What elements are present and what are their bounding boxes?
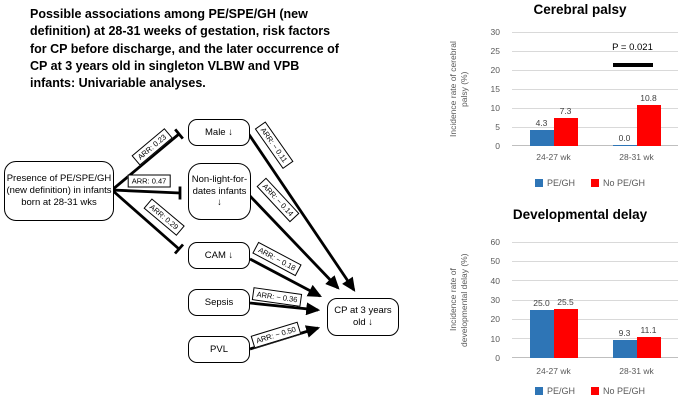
node-male: Male ↓ xyxy=(188,119,250,146)
x-axis-labels: 24-27 wk 28-31 wk xyxy=(512,366,678,376)
x-axis-labels: 24-27 wk 28-31 wk xyxy=(512,152,678,162)
y-tick-label: 25 xyxy=(490,46,500,56)
tbar-male xyxy=(174,128,184,140)
bar-no-pe-gh-28-31-wk xyxy=(636,104,661,146)
gridline xyxy=(512,280,678,282)
arrow-cam-to-cp xyxy=(249,257,322,298)
bar-value-label: 25.5 xyxy=(557,296,574,307)
bar-value-label: 11.1 xyxy=(640,324,657,335)
legend-item: No PE/GH xyxy=(591,386,645,396)
bar-no-pe-gh-28-31-wk xyxy=(636,336,661,358)
gridline xyxy=(512,50,678,52)
bar-pe-gh-24-27-wk xyxy=(529,129,554,146)
bar-value-label: 7.3 xyxy=(559,106,572,117)
x-category-label: 28-31 wk xyxy=(619,366,654,376)
bar-value-label: 9.3 xyxy=(618,328,631,339)
chart-title: Cerebral palsy xyxy=(533,2,627,17)
node-pvl: PVL xyxy=(188,336,250,363)
gridline xyxy=(512,299,678,301)
legend-item: PE/GH xyxy=(534,178,575,188)
legend-label: PE/GH xyxy=(546,386,575,396)
y-tick-label: 60 xyxy=(490,237,500,247)
x-axis-line xyxy=(512,357,678,358)
y-tick-label: 15 xyxy=(490,84,500,94)
legend-label: No PE/GH xyxy=(603,178,646,188)
arrow-male-to-cp xyxy=(246,132,356,292)
bar-pe-gh-28-31-wk xyxy=(612,144,637,146)
y-tick-label: 10 xyxy=(490,333,500,344)
arrow-sepsis-to-cp xyxy=(249,301,321,316)
x-category-label: 24-27 wk xyxy=(536,152,571,162)
gridline xyxy=(512,69,678,71)
arr-label-source-nonlight: ARR: 0.47 xyxy=(127,174,171,188)
node-non-light-for-dates: Non-light-for-dates infants ↓ xyxy=(188,163,251,220)
legend-label: PE/GH xyxy=(546,178,575,188)
legend-item: No PE/GH xyxy=(591,178,645,188)
chart-title: Developmental delay xyxy=(512,207,648,222)
legend-swatch xyxy=(591,179,599,187)
significance-bar xyxy=(612,63,653,67)
node-sepsis: Sepsis xyxy=(188,289,250,316)
bar-value-label: 0.0 xyxy=(618,132,631,143)
y-tick-label: 40 xyxy=(490,275,500,286)
bar-value-label: 4.3 xyxy=(535,117,548,128)
legend-label: No PE/GH xyxy=(603,386,646,396)
arrow-source-to-nonlight xyxy=(111,188,181,195)
bar-no-pe-gh-24-27-wk xyxy=(553,118,578,146)
y-tick-label: 5 xyxy=(495,122,500,132)
x-category-label: 24-27 wk xyxy=(536,366,571,376)
bar-pe-gh-24-27-wk xyxy=(529,309,554,358)
node-cp-at-3-years: CP at 3 years old ↓ xyxy=(327,298,399,336)
chart-developmental-delay: Developmental delay Incidence rate of de… xyxy=(440,205,685,405)
x-category-label: 28-31 wk xyxy=(619,152,654,162)
gridline xyxy=(512,88,678,90)
y-tick-label: 30 xyxy=(490,27,500,37)
y-axis-ticks: 0 5 10 15 20 25 30 xyxy=(470,27,506,151)
y-tick-label: 0 xyxy=(495,141,500,151)
diagram-arrows xyxy=(111,128,356,351)
gridline xyxy=(512,107,678,109)
y-tick-label: 10 xyxy=(490,103,500,113)
arrow-source-to-cam xyxy=(111,188,180,251)
bar-value-label: 25.0 xyxy=(533,297,550,308)
tbar-cam xyxy=(173,243,185,255)
node-presence-pe-spe-gh: Presence of PE/SPE/GH (new definition) i… xyxy=(4,161,114,221)
y-tick-label: 20 xyxy=(490,314,500,325)
association-diagram: Presence of PE/SPE/GH (new definition) i… xyxy=(4,119,399,363)
chart-cerebral-palsy: Cerebral palsy Incidence rate of cerebra… xyxy=(440,0,685,202)
legend-swatch xyxy=(591,387,599,395)
y-tick-label: 30 xyxy=(490,295,500,305)
y-tick-label: 20 xyxy=(490,65,500,75)
node-cam: CAM ↓ xyxy=(188,242,250,269)
p-value-label: P = 0.021 xyxy=(612,42,653,53)
plot-area: 4.3 7.3 0.0 10.8 P = 0.021 xyxy=(512,31,678,146)
gridline xyxy=(512,318,678,320)
legend: PE/GH No PE/GH xyxy=(490,178,685,188)
legend-item: PE/GH xyxy=(534,386,575,396)
legend-swatch xyxy=(534,387,543,395)
y-tick-label: 50 xyxy=(490,256,500,267)
y-axis-ticks: 0 10 20 30 40 50 60 xyxy=(470,237,506,363)
gridline xyxy=(512,338,678,340)
gridline xyxy=(512,126,678,128)
plot-area: 25.0 25.5 9.3 11.1 xyxy=(512,241,678,358)
x-axis-line xyxy=(512,145,678,146)
gridline xyxy=(512,31,678,33)
bar-pe-gh-28-31-wk xyxy=(612,340,637,358)
arrow-nonlight-to-cp xyxy=(248,195,340,290)
bar-value-label: 10.8 xyxy=(640,92,657,103)
bar-no-pe-gh-24-27-wk xyxy=(553,308,578,358)
legend-swatch xyxy=(534,179,543,187)
legend: PE/GH No PE/GH xyxy=(490,386,685,396)
y-tick-label: 0 xyxy=(495,353,500,363)
gridline xyxy=(512,260,678,262)
figure-caption: Possible associations among PE/SPE/GH (n… xyxy=(30,7,339,90)
gridline xyxy=(512,241,678,243)
arrow-source-to-male xyxy=(111,132,180,192)
